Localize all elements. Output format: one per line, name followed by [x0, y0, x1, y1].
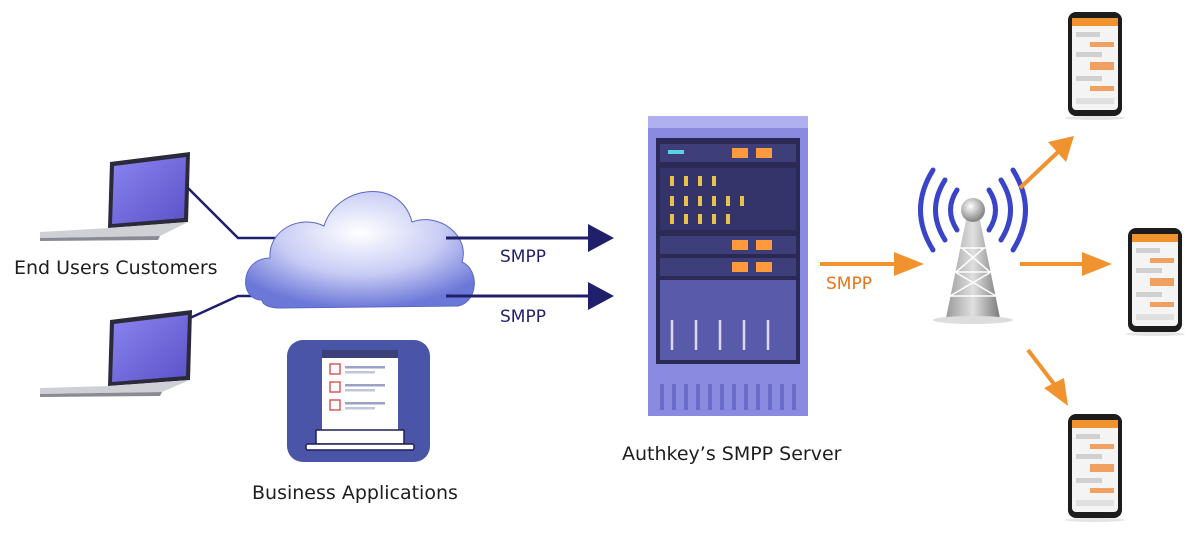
end-users-label: End Users Customers [14, 257, 218, 279]
smpp-arrow-3-head [894, 252, 924, 276]
smartphone-icon [1065, 12, 1125, 120]
smartphone-icon [1125, 228, 1185, 336]
business-app-icon [287, 340, 430, 462]
business-applications-label: Business Applications [252, 482, 458, 504]
smpp-label-3: SMPP [826, 274, 872, 294]
cloud-icon [245, 191, 475, 309]
laptop-icon [40, 310, 192, 397]
laptop-icon [40, 152, 190, 241]
arrow-to-phone-1 [1018, 150, 1060, 190]
arrow-to-phone-3 [1026, 348, 1056, 386]
smpp-server-label: Authkey’s SMPP Server [622, 443, 842, 465]
arrow-to-phone-1-head [1048, 136, 1074, 162]
smpp-label-2: SMPP [500, 307, 546, 327]
arrow-to-phone-2-head [1082, 252, 1112, 276]
smpp-label-1: SMPP [500, 247, 546, 267]
smpp-arrow-1-head [588, 224, 614, 252]
smartphone-icon [1065, 414, 1125, 522]
arrow-to-phone-3-head [1044, 378, 1068, 406]
server-rack-icon [648, 116, 808, 416]
cell-tower-icon [918, 167, 1028, 324]
smpp-arrow-2-head [588, 282, 614, 310]
